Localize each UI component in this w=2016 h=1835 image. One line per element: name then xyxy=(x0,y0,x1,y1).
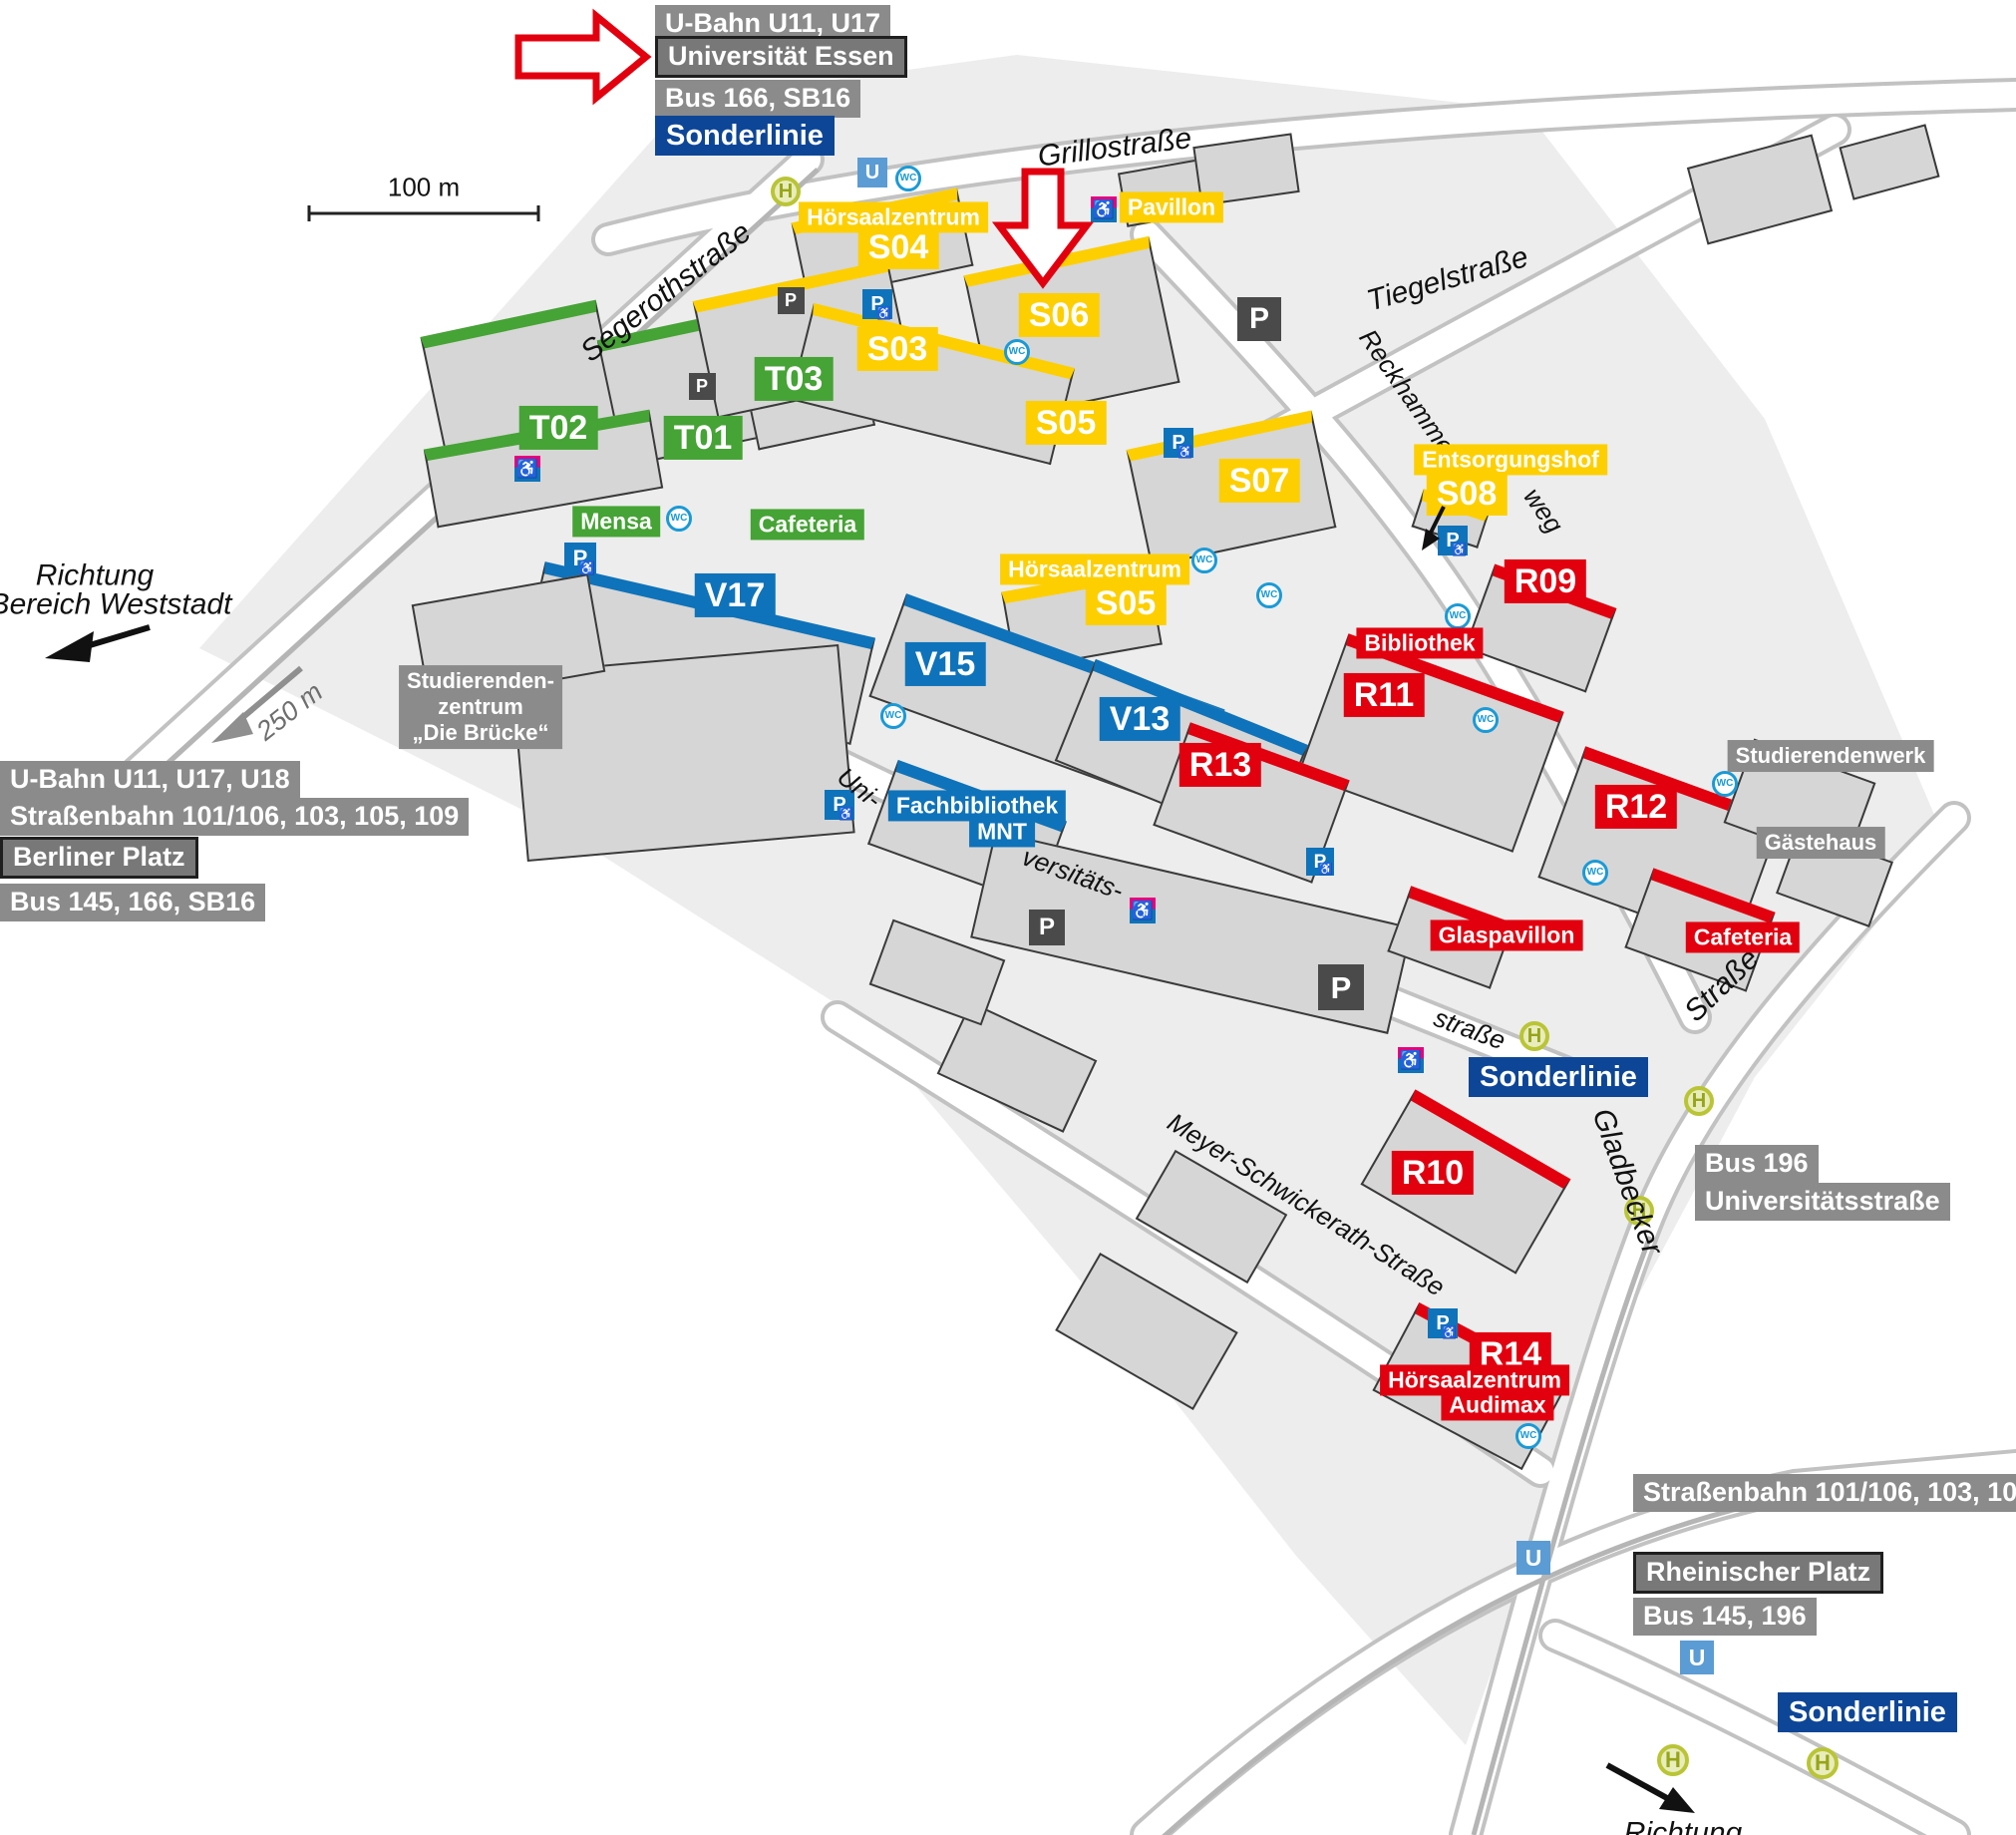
label-v15: V15 xyxy=(904,641,986,687)
label-sonderlinie-mid: Sonderlinie xyxy=(1469,1057,1648,1098)
label-r12: R12 xyxy=(1594,784,1678,830)
label-studierendenzentrum: Studierenden- zentrum „Die Brücke“ xyxy=(399,665,562,749)
label-scale-250: 250 m xyxy=(250,676,329,747)
label-ubahn-left: U-Bahn U11, U17, U18 xyxy=(0,761,300,799)
label-universitaet-essen: Universität Essen xyxy=(655,36,907,78)
label-r10: R10 xyxy=(1391,1150,1475,1196)
label-bus-196: Bus 196 xyxy=(1695,1145,1819,1183)
label-s06: S06 xyxy=(1018,292,1100,338)
label-t01: T01 xyxy=(663,415,743,461)
label-pavillon: Pavillon xyxy=(1119,191,1224,223)
label-audimax: Audimax xyxy=(1441,1389,1554,1421)
label-bibliothek: Bibliothek xyxy=(1356,627,1484,659)
label-street-versitaets: versitäts- xyxy=(1018,841,1128,906)
label-t03: T03 xyxy=(754,356,834,402)
label-strassenbahn-br: Straßenbahn 101/106, 103, 105, 109 xyxy=(1633,1474,2016,1512)
label-street-meyer-schwickerath: Meyer-Schwickerath-Straße xyxy=(1162,1106,1451,1302)
label-gaestehaus: Gästehaus xyxy=(1756,827,1885,859)
label-universitaetsstrasse: Universitätsstraße xyxy=(1695,1183,1950,1221)
label-street-uni: Uni- xyxy=(832,761,888,815)
label-entsorgungshof: Entsorgungshof xyxy=(1414,444,1607,476)
label-bus-br: Bus 145, 196 xyxy=(1633,1598,1817,1636)
label-v13: V13 xyxy=(1099,696,1180,742)
label-street-strasse: straße xyxy=(1430,1001,1510,1056)
label-sonderlinie-bottom: Sonderlinie xyxy=(1778,1692,1957,1733)
label-hoersaalzentrum-s05: Hörsaalzentrum xyxy=(1000,553,1189,585)
label-r11: R11 xyxy=(1343,672,1425,718)
label-cafeteria-green: Cafeteria xyxy=(750,509,865,541)
label-studierendenwerk: Studierendenwerk xyxy=(1727,740,1934,772)
label-strassenbahn-left: Straßenbahn 101/106, 103, 105, 109 xyxy=(0,798,470,836)
label-r09: R09 xyxy=(1504,558,1587,604)
label-s04: S04 xyxy=(857,224,939,270)
label-berliner-platz: Berliner Platz xyxy=(0,837,198,879)
label-glaspavillon: Glaspavillon xyxy=(1430,919,1583,951)
label-t02: T02 xyxy=(518,405,598,451)
label-street-gladbecker: Gladbecker xyxy=(1585,1104,1669,1260)
label-richtung-bottom: Richtung xyxy=(1623,1816,1743,1835)
label-cafeteria-red: Cafeteria xyxy=(1685,921,1801,953)
label-scale: 100 m xyxy=(387,172,461,202)
label-fachbibliothek-mnt: MNT xyxy=(969,816,1035,848)
label-sonderlinie-top: Sonderlinie xyxy=(655,116,835,157)
label-r13: R13 xyxy=(1178,742,1262,788)
label-s03: S03 xyxy=(856,326,938,372)
label-rheinischer-platz: Rheinischer Platz xyxy=(1633,1552,1884,1594)
label-v17: V17 xyxy=(694,572,776,618)
label-bus-top: Bus 166, SB16 xyxy=(655,80,861,118)
label-street-tiegelstrasse: Tiegelstraße xyxy=(1363,240,1532,318)
label-s08: S08 xyxy=(1426,471,1508,517)
label-bereich-weststadt: Bereich Weststadt xyxy=(0,587,232,621)
label-s07: S07 xyxy=(1218,458,1300,504)
label-street-weg: weg xyxy=(1517,482,1570,539)
label-street-segerothstrasse: Segerothstraße xyxy=(574,215,758,369)
label-s05-lower: S05 xyxy=(1085,580,1167,626)
label-street-grillostrasse: Grillostraße xyxy=(1036,121,1193,174)
label-s05-upper: S05 xyxy=(1025,400,1107,446)
label-bus-left: Bus 145, 166, SB16 xyxy=(0,884,266,921)
label-street-gladbecker-strasse: Straße xyxy=(1678,941,1766,1028)
label-mensa: Mensa xyxy=(572,506,660,538)
